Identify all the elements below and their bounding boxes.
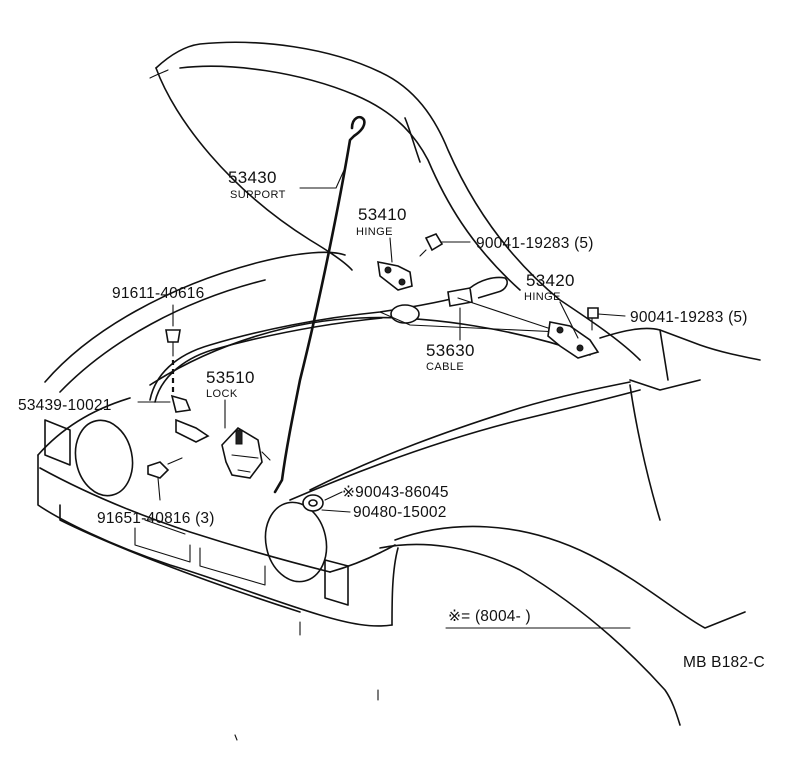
drawing-code: MB B182-C — [683, 654, 765, 671]
label-hinge-left: 53410 HINGE — [356, 205, 407, 263]
footnote-text: ※= (8004- ) — [448, 608, 531, 625]
hinge-bolt-left — [419, 233, 471, 257]
label-bolt-hinge-left: 90041-19283 (5) — [476, 235, 594, 252]
hood-hinge-left — [377, 260, 413, 291]
hinge-right-part-name: HINGE — [524, 291, 561, 303]
label-cushion: 90480-15002 — [353, 504, 447, 521]
cushion — [302, 491, 351, 513]
hood-support-rod — [273, 115, 366, 494]
label-latch-part: 53439-10021 — [18, 397, 112, 414]
cable-part-number: 53630 — [426, 341, 475, 360]
label-lock: 53510 LOCK — [206, 368, 255, 400]
lock-part-number: 53510 — [206, 368, 255, 387]
label-cable: 53630 CABLE — [426, 341, 475, 373]
hinge-left-part-number: 53410 — [358, 205, 407, 224]
label-hinge-right: 53420 HINGE — [524, 271, 579, 339]
hinge-right-part-number: 53420 — [526, 271, 575, 290]
hinge-left-part-name: HINGE — [356, 226, 393, 238]
support-part-number: 53430 — [228, 168, 277, 187]
label-support: 53430 SUPPORT — [228, 168, 286, 201]
lock-part-name: LOCK — [206, 388, 238, 400]
label-screw: 91651-40816 (3) — [97, 510, 215, 527]
hood-panel — [149, 41, 641, 361]
clip — [165, 304, 181, 396]
hood-lock — [221, 399, 271, 479]
cable-part-name: CABLE — [426, 361, 464, 373]
footnote: ※= (8004- ) — [445, 608, 631, 629]
label-bolt-hinge-right: 90041-19283 (5) — [630, 309, 748, 326]
support-part-name: SUPPORT — [230, 189, 286, 201]
label-clip: 91611-40616 — [112, 285, 204, 302]
label-cushion-note: ※90043-86045 — [342, 484, 449, 501]
vehicle-body — [37, 251, 761, 741]
hinge-bolt-right — [587, 307, 626, 331]
screw — [147, 457, 183, 501]
latch-bracket — [137, 394, 210, 443]
